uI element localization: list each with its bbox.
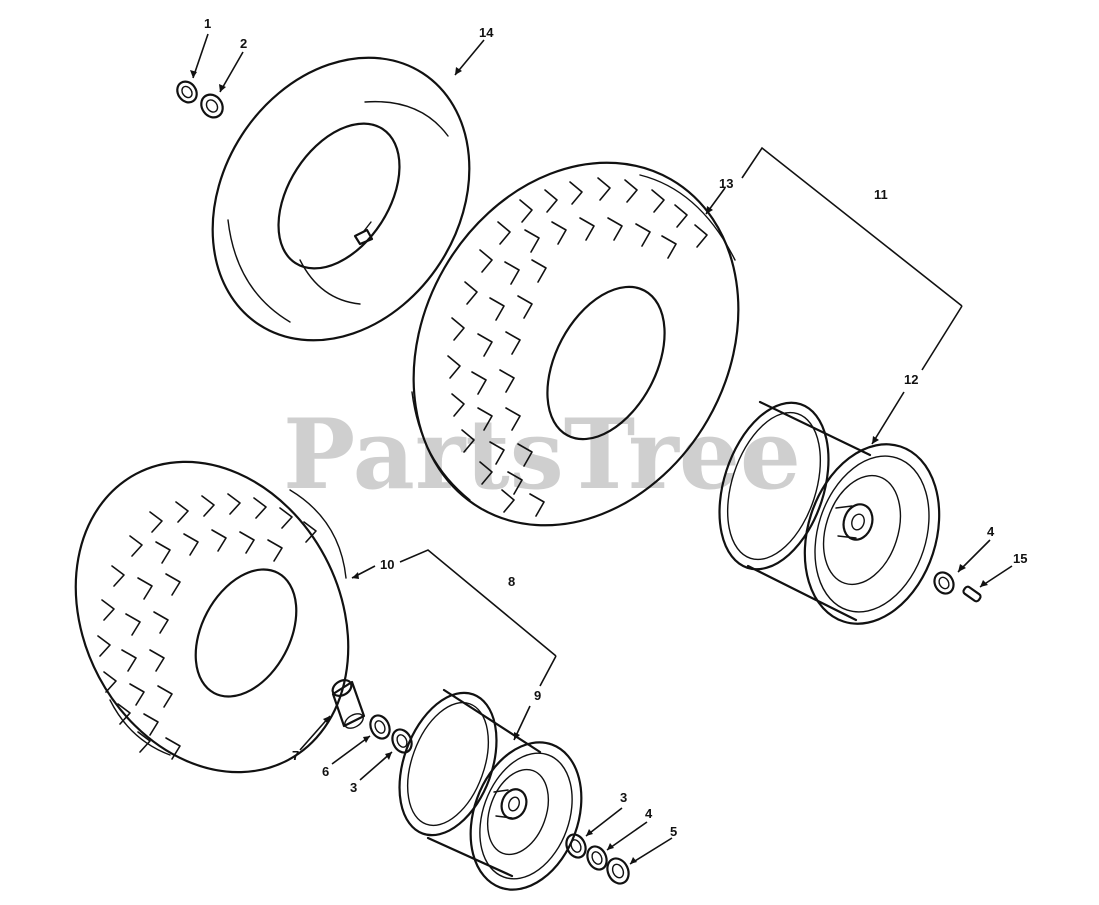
- callout-label-12: 12: [904, 372, 918, 387]
- part-7-bushing: [331, 679, 366, 729]
- part-1-retainer-ring: [176, 80, 198, 104]
- callout-label-14: 14: [479, 25, 494, 40]
- callout-label-4-right: 4: [987, 524, 995, 539]
- callout-label-13: 13: [719, 176, 733, 191]
- part-6-bearing: [369, 714, 391, 740]
- part-5-retainer-bottom: [606, 857, 630, 885]
- callout-label-4-bottom: 4: [645, 806, 653, 821]
- callout-label-6: 6: [322, 764, 329, 779]
- callout-label-5: 5: [670, 824, 677, 839]
- part-9-front-rim: [398, 688, 583, 891]
- part-3-washer-left: [391, 728, 413, 754]
- callout-label-7: 7: [292, 748, 299, 763]
- callout-label-2: 2: [240, 36, 247, 51]
- part-4-washer-right: [933, 571, 955, 595]
- part-4-washer-bottom: [586, 845, 608, 871]
- part-12-rear-rim: [718, 400, 941, 625]
- part-13-rear-tire: [411, 161, 740, 527]
- part-10-front-tire: [74, 460, 350, 774]
- callout-leaders: [190, 33, 1013, 865]
- watermark-text: PartsTree: [283, 398, 801, 511]
- callout-label-11: 11: [874, 187, 888, 202]
- callout-label-1: 1: [204, 16, 211, 31]
- part-15-pin: [962, 585, 982, 603]
- part-2-washer: [200, 93, 224, 119]
- callout-label-3-bottom: 3: [620, 790, 627, 805]
- callout-label-8: 8: [508, 574, 515, 589]
- callout-label-15: 15: [1013, 551, 1027, 566]
- callout-label-10: 10: [380, 557, 394, 572]
- callout-label-3-left: 3: [350, 780, 357, 795]
- part-14-inner-tube: [211, 56, 471, 342]
- callout-label-9: 9: [534, 688, 541, 703]
- part-3-washer-bottom: [565, 833, 587, 859]
